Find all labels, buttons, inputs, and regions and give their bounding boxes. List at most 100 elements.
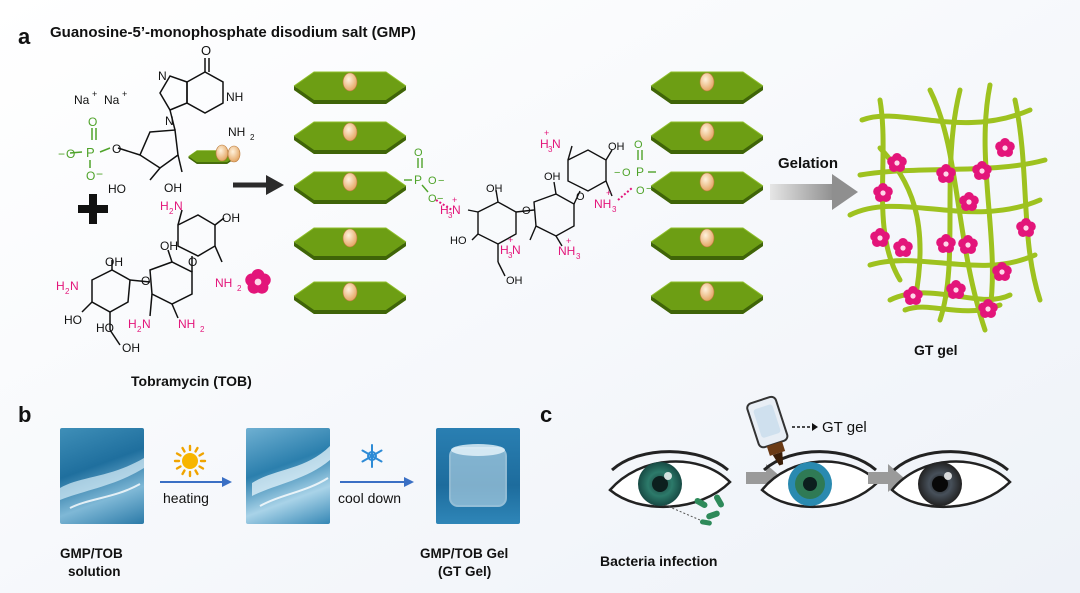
snowflake-icon xyxy=(361,444,383,468)
svg-text:2: 2 xyxy=(200,325,205,334)
gt-gel-bottle-label: GT gel xyxy=(822,419,867,436)
cation-ball xyxy=(342,122,358,142)
svg-text:Na: Na xyxy=(104,93,120,107)
svg-text:−: − xyxy=(646,183,652,195)
panel-b-letter: b xyxy=(18,402,31,427)
tob-phosphate-bridge: O P O − O − H 3 N + OH OH xyxy=(404,128,656,287)
svg-text:+: + xyxy=(122,89,127,99)
svg-text:P: P xyxy=(636,165,644,179)
bacteria-infection-caption: Bacteria infection xyxy=(600,553,717,569)
svg-text:N: N xyxy=(174,199,183,213)
sun-ray xyxy=(181,446,186,453)
svg-text:2: 2 xyxy=(169,207,174,216)
gmp-structure: Na + Na + O NH NH 2 N N HO OH O xyxy=(58,43,255,196)
sun-ray xyxy=(175,465,182,470)
cation-ball xyxy=(342,72,358,92)
eye-icon xyxy=(760,450,880,508)
svg-text:OH: OH xyxy=(608,141,625,153)
svg-text:O: O xyxy=(66,147,75,161)
svg-text:3: 3 xyxy=(448,211,453,220)
heated-photo xyxy=(246,428,330,524)
solution-caption-line2: solution xyxy=(68,564,121,579)
svg-text:O: O xyxy=(622,167,631,179)
sun-ray xyxy=(198,452,205,457)
svg-text:O: O xyxy=(634,139,643,151)
svg-text:+: + xyxy=(452,195,457,205)
svg-text:H: H xyxy=(56,279,65,293)
gt-gel-label: GT gel xyxy=(914,342,958,358)
svg-text:N: N xyxy=(70,279,79,293)
svg-text:O: O xyxy=(86,169,95,183)
svg-text:OH: OH xyxy=(222,211,240,225)
bottle-icon xyxy=(746,395,789,466)
svg-text:NH: NH xyxy=(594,197,611,211)
cation-ball xyxy=(699,72,715,92)
svg-text:OH: OH xyxy=(544,171,561,183)
svg-text:−: − xyxy=(96,167,103,181)
svg-text:O: O xyxy=(576,191,585,203)
svg-text:OH: OH xyxy=(506,275,523,287)
sun-ray xyxy=(194,446,199,453)
svg-text:3: 3 xyxy=(612,205,617,214)
svg-text:HO: HO xyxy=(96,321,114,335)
svg-text:OH: OH xyxy=(160,239,178,253)
svg-text:O: O xyxy=(188,255,197,269)
svg-text:H: H xyxy=(500,243,509,257)
gelation-arrow xyxy=(770,174,858,210)
svg-text:HO: HO xyxy=(64,313,82,327)
svg-text:NH: NH xyxy=(178,317,195,331)
sun-icon xyxy=(173,444,207,478)
svg-text:3: 3 xyxy=(508,251,513,260)
svg-text:H: H xyxy=(160,199,169,213)
svg-text:OH: OH xyxy=(164,181,182,195)
svg-text:NH: NH xyxy=(226,90,243,104)
svg-text:2: 2 xyxy=(65,287,70,296)
svg-text:O: O xyxy=(636,185,645,197)
svg-text:NH: NH xyxy=(215,276,232,290)
solution-caption-line1: GMP/TOB xyxy=(60,546,123,561)
svg-text:2: 2 xyxy=(237,284,242,293)
svg-text:NH: NH xyxy=(558,244,575,258)
svg-text:+: + xyxy=(566,236,571,246)
svg-text:O: O xyxy=(414,147,423,159)
gel-photo xyxy=(436,428,520,524)
svg-text:O: O xyxy=(112,142,121,156)
gel-caption-line2: (GT Gel) xyxy=(438,564,491,579)
svg-text:O: O xyxy=(428,175,437,187)
gt-gel-network xyxy=(847,82,1048,333)
panel-c-letter: c xyxy=(540,402,552,427)
svg-text:H: H xyxy=(440,203,449,217)
svg-text:−: − xyxy=(58,147,65,161)
svg-text:O: O xyxy=(201,43,211,58)
panel-a-letter: a xyxy=(18,24,31,49)
reaction-arrow xyxy=(233,175,284,195)
svg-text:N: N xyxy=(142,317,151,331)
tob-label: Tobramycin (TOB) xyxy=(131,373,252,389)
svg-text:OH: OH xyxy=(105,255,123,269)
sun-ray xyxy=(198,465,205,470)
svg-text:+: + xyxy=(508,235,513,245)
gelation-label: Gelation xyxy=(778,155,838,172)
plus-sign xyxy=(78,194,108,224)
svg-text:+: + xyxy=(544,128,549,138)
svg-text:NH: NH xyxy=(228,125,245,139)
svg-text:2: 2 xyxy=(137,325,142,334)
svg-text:P: P xyxy=(414,173,422,187)
cation-ball xyxy=(342,172,358,192)
svg-text:+: + xyxy=(92,89,97,99)
svg-text:N: N xyxy=(158,69,167,83)
svg-text:Na: Na xyxy=(74,93,90,107)
gmp-title: Guanosine-5’-monophosphate disodium salt… xyxy=(50,24,416,41)
svg-text:−: − xyxy=(614,167,620,179)
cation-ball xyxy=(699,172,715,192)
g-quartet-stack-right xyxy=(650,71,764,315)
sun-ray xyxy=(194,469,199,476)
svg-text:N: N xyxy=(552,137,561,151)
svg-text:N: N xyxy=(512,243,521,257)
svg-text:H: H xyxy=(540,137,549,151)
svg-text:3: 3 xyxy=(576,252,581,261)
svg-text:P: P xyxy=(86,145,95,160)
svg-text:O: O xyxy=(88,115,97,129)
